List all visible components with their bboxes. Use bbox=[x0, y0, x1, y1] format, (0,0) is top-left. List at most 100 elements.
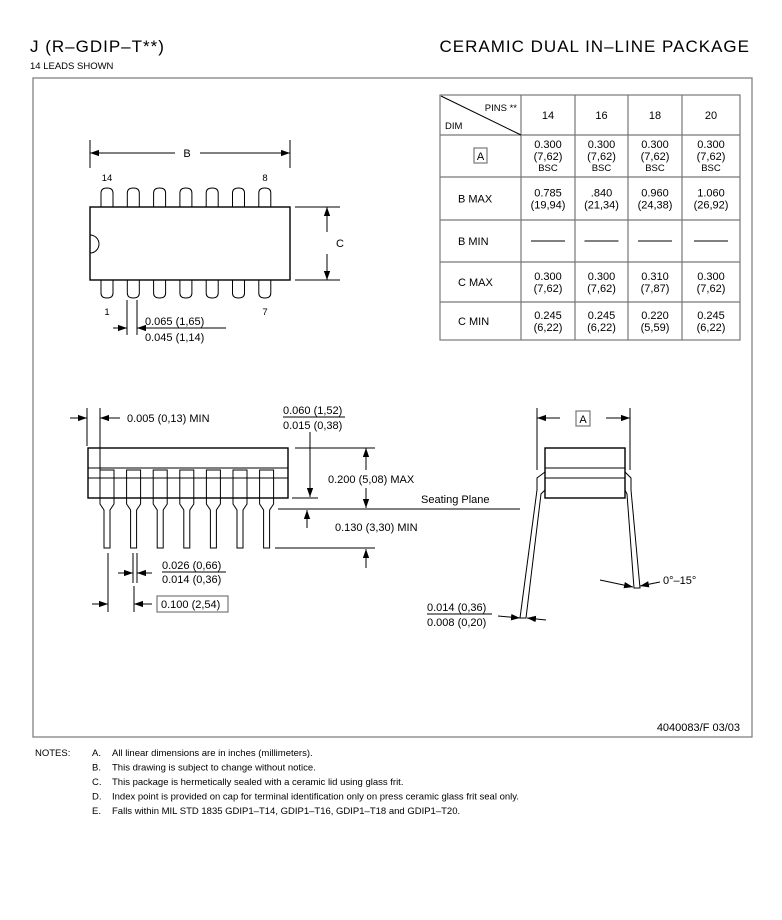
lead-top bbox=[258, 187, 272, 207]
cell-value: 0.245 bbox=[697, 310, 725, 322]
cell-value: 0.300 bbox=[641, 139, 669, 151]
cell-value: — bbox=[596, 232, 607, 244]
note-letter: B. bbox=[92, 763, 101, 774]
pin-1-label: 1 bbox=[104, 307, 109, 318]
note-letter: D. bbox=[92, 792, 102, 803]
table-corner-dim: DIM bbox=[445, 121, 463, 132]
cell-value: BSC bbox=[592, 163, 612, 174]
note-text: This package is hermetically sealed with… bbox=[112, 777, 403, 788]
pin-count-header: 20 bbox=[705, 110, 717, 122]
lead-bottom bbox=[232, 280, 245, 299]
cell-value: BSC bbox=[701, 163, 721, 174]
note-letter: A. bbox=[92, 748, 101, 759]
shoulder-max: 0.060 (1,52) bbox=[283, 405, 342, 417]
lead-width-min-side: 0.014 (0,36) bbox=[162, 574, 221, 586]
lead-top bbox=[205, 187, 219, 207]
lead-side bbox=[179, 469, 195, 549]
lead-bottom bbox=[205, 280, 219, 299]
cell-value: (7,87) bbox=[641, 283, 670, 295]
cell-value: 0.300 bbox=[588, 139, 616, 151]
end-dim-a: A bbox=[579, 414, 587, 426]
lead-top bbox=[232, 187, 245, 207]
height-max-dim: 0.200 (5,08) MAX bbox=[328, 474, 415, 486]
table-corner-pins: PINS ** bbox=[485, 103, 518, 114]
cell-value: 0.310 bbox=[641, 271, 669, 283]
lead-thickness-max: 0.014 (0,36) bbox=[427, 602, 486, 614]
cell-value: 0.245 bbox=[534, 310, 562, 322]
cell-value: .840 bbox=[591, 188, 612, 200]
cell-value: 0.300 bbox=[697, 271, 725, 283]
row-dim-label: B MIN bbox=[458, 236, 489, 248]
note-text: Index point is provided on cap for termi… bbox=[112, 792, 519, 803]
cell-value: (21,34) bbox=[584, 200, 619, 212]
notes: NOTES: A. All linear dimensions are in in… bbox=[35, 748, 519, 817]
pin-8-label: 8 bbox=[262, 173, 267, 184]
cell-value: (7,62) bbox=[587, 283, 616, 295]
cell-value: (7,62) bbox=[534, 283, 563, 295]
shoulder-min: 0.015 (0,38) bbox=[283, 420, 342, 432]
lead-side bbox=[99, 469, 115, 549]
lead-side bbox=[126, 469, 142, 549]
note-text: All linear dimensions are in inches (mil… bbox=[112, 748, 313, 759]
row-dim-label: A bbox=[477, 151, 485, 163]
cell-value: 0.220 bbox=[641, 310, 669, 322]
leads-shown: 14 LEADS SHOWN bbox=[30, 61, 114, 72]
lead-side bbox=[205, 469, 221, 549]
lead-side bbox=[259, 469, 275, 549]
lead-bottom bbox=[100, 280, 114, 299]
cell-value: 0.960 bbox=[641, 188, 669, 200]
cell-value: (5,59) bbox=[641, 322, 670, 334]
cell-value: BSC bbox=[538, 163, 558, 174]
dimension-table: PINS ** DIM bbox=[439, 94, 741, 341]
pin-count-header: 14 bbox=[542, 110, 554, 122]
cell-value: (19,94) bbox=[531, 200, 566, 212]
dim-c-label: C bbox=[336, 238, 344, 250]
pin-7-label: 7 bbox=[262, 307, 267, 318]
cell-value: (24,38) bbox=[638, 200, 673, 212]
lead-top bbox=[179, 187, 193, 207]
lead-side bbox=[232, 469, 248, 549]
lead-length-min: 0.130 (3,30) MIN bbox=[335, 522, 418, 534]
cell-value: BSC bbox=[645, 163, 665, 174]
cell-value: 0.245 bbox=[588, 310, 616, 322]
end-gap-dim: 0.005 (0,13) MIN bbox=[127, 413, 210, 425]
side-view: 0.005 (0,13) MIN 0.060 (1,52) 0.015 (0,3… bbox=[70, 405, 520, 613]
end-view: A 0°–15° 0.014 (0,36) 0.008 (0,20) bbox=[427, 408, 696, 629]
cell-value: — bbox=[543, 232, 554, 244]
pin-14-label: 14 bbox=[102, 173, 113, 184]
lead-bottom bbox=[258, 280, 272, 299]
cell-value: (6,22) bbox=[534, 322, 563, 334]
cell-value: (7,62) bbox=[587, 151, 616, 163]
cell-value: 0.300 bbox=[697, 139, 725, 151]
cell-value: — bbox=[706, 232, 717, 244]
pitch-dim: 0.100 (2,54) bbox=[161, 599, 220, 611]
cell-value: (6,22) bbox=[697, 322, 726, 334]
cell-value: 0.300 bbox=[588, 271, 616, 283]
lead-side bbox=[152, 469, 168, 549]
lead-top bbox=[126, 187, 140, 207]
lead-width-max-side: 0.026 (0,66) bbox=[162, 560, 221, 572]
lead-thickness-min: 0.008 (0,20) bbox=[427, 617, 486, 629]
cell-value: (7,62) bbox=[534, 151, 563, 163]
notes-label: NOTES: bbox=[35, 748, 70, 759]
drawing-number: 4040083/F 03/03 bbox=[657, 722, 740, 734]
lead-width-min: 0.045 (1,14) bbox=[145, 332, 204, 344]
package-code: J (R–GDIP–T**) bbox=[30, 37, 165, 56]
cell-value: 0.300 bbox=[534, 271, 562, 283]
note-text: Falls within MIL STD 1835 GDIP1–T14, GDI… bbox=[112, 806, 460, 817]
cell-value: (7,62) bbox=[641, 151, 670, 163]
cell-value: 0.785 bbox=[534, 188, 562, 200]
row-dim-label: C MAX bbox=[458, 277, 494, 289]
pin-count-header: 16 bbox=[595, 110, 607, 122]
lead-bottom bbox=[179, 280, 193, 299]
drawing-frame bbox=[32, 77, 753, 738]
cell-value: (7,62) bbox=[697, 283, 726, 295]
row-dim-label: C MIN bbox=[458, 316, 489, 328]
cell-value: — bbox=[650, 232, 661, 244]
cell-value: (26,92) bbox=[694, 200, 729, 212]
lead-top bbox=[100, 187, 114, 207]
top-view: 14 8 1 7 B C 0.065 (1,65) 0.045 (1,14) bbox=[89, 140, 344, 344]
cell-value: 1.060 bbox=[697, 188, 725, 200]
